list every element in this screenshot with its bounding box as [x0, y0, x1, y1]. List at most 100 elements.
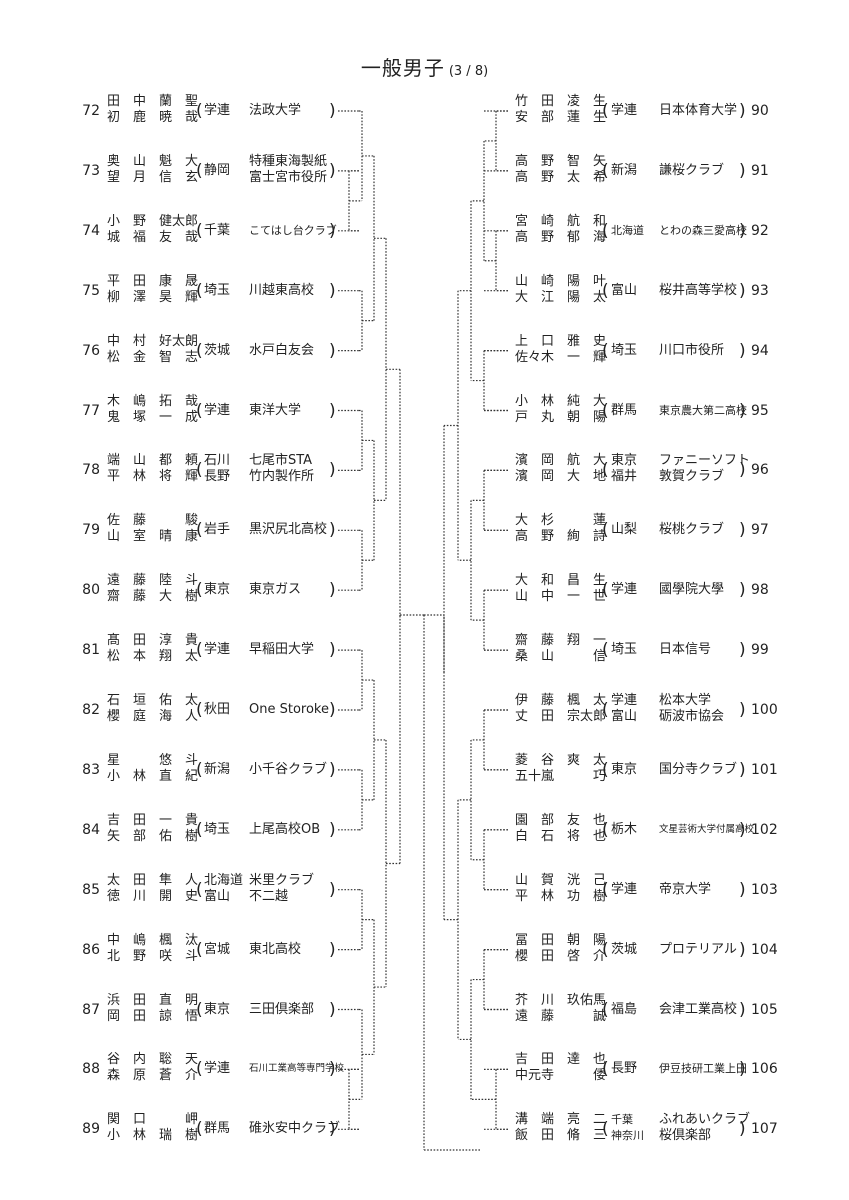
player-name: 平 田 康 晟	[107, 273, 199, 289]
prefecture-name: 学連	[204, 1061, 231, 1077]
close-paren: )	[329, 999, 336, 1020]
player-names: 谷 内 聡 天森 原 蒼 介	[107, 1052, 198, 1084]
prefecture: 静岡	[204, 154, 248, 188]
affiliation: 早稲田大学	[249, 633, 359, 667]
prefecture-name: 神奈川	[611, 1129, 644, 1143]
seed-number: 73	[82, 162, 100, 179]
player-name: 安 部 蓮 生	[515, 110, 607, 125]
affiliation-name: 東京ガス	[249, 582, 302, 598]
affiliation-name: 七尾市STA	[249, 453, 313, 469]
close-paren: )	[329, 819, 336, 840]
open-paren: (	[602, 520, 609, 541]
player-name: 高 野 郁 海	[515, 229, 607, 245]
affiliation-name: 石川工業高等専門学校	[249, 1063, 345, 1075]
player-name: 矢 部 佑 樹	[107, 828, 199, 844]
prefecture-name: 学連	[611, 103, 638, 118]
close-paren: )	[329, 939, 336, 960]
prefecture: 学連富山	[611, 693, 655, 725]
player-names: 小 野 健太郎城 福 友 哉	[107, 214, 198, 246]
close-paren: )	[329, 280, 336, 301]
player-names: 小 林 純 大戸 丸 朝 陽	[515, 394, 606, 426]
seed-number: 72	[82, 103, 100, 119]
close-paren: )	[739, 460, 746, 481]
prefecture: 東京福井	[611, 453, 655, 485]
affiliation: 川口市役所	[659, 334, 769, 368]
player-name: 佐々木 一 輝	[515, 349, 607, 365]
seed-number: 100	[751, 702, 778, 718]
player-name: 吉 田 達 也	[515, 1052, 607, 1068]
prefecture-name: 東京	[204, 1001, 231, 1017]
seed-number: 104	[751, 941, 778, 958]
player-names: 溝 端 亮 二飯 田 脩 三	[515, 1112, 606, 1144]
affiliation: 桜桃クラブ	[659, 513, 769, 547]
player-name: 星 悠 斗	[107, 752, 199, 768]
event-title: 一般男子	[360, 56, 445, 80]
affiliation: 日本信号	[659, 633, 769, 667]
player-name: 太 田 隼 人	[107, 872, 199, 888]
player-name: 山 賀 洸 己	[515, 872, 607, 888]
open-paren: (	[602, 700, 609, 720]
close-paren: )	[739, 160, 746, 181]
player-name: 大 杉 蓮	[515, 513, 607, 529]
prefecture-name: 学連	[611, 881, 638, 897]
prefecture-name: 学連	[204, 642, 231, 658]
seed-number: 80	[82, 582, 100, 599]
player-name: 奥 山 魁 大	[107, 153, 199, 169]
player-name: 園 部 友 也	[515, 812, 607, 828]
open-paren: (	[196, 101, 203, 121]
prefecture-name: 新潟	[611, 162, 638, 178]
close-paren: )	[739, 999, 746, 1020]
player-name: 初 鹿 暁 哉	[107, 110, 199, 125]
seed-number: 84	[82, 821, 100, 838]
seed-number: 77	[82, 402, 100, 419]
affiliation: プロテリアル	[659, 933, 769, 967]
player-name: 竹 田 凌 生	[515, 94, 607, 109]
player-names: 浜 田 直 明岡 田 諒 悟	[107, 993, 198, 1025]
prefecture: 栃木	[611, 813, 655, 847]
close-paren: )	[329, 879, 336, 900]
prefecture-name: 埼玉	[204, 282, 231, 298]
affiliation-name: 文星芸術大学付属高校	[659, 823, 755, 835]
player-name: 櫻 庭 海 人	[107, 709, 199, 724]
player-name: 徳 川 開 史	[107, 888, 199, 904]
player-names: 星 悠 斗小 林 直 紀	[107, 752, 199, 785]
prefecture-name: 栃木	[611, 821, 638, 837]
player-name: 宮 崎 航 和	[515, 213, 607, 229]
player-name: 小 林 瑞 樹	[107, 1128, 199, 1144]
prefecture-name: 宮城	[204, 941, 231, 957]
prefecture-name: 千葉	[611, 1113, 633, 1127]
prefecture: 長野	[611, 1052, 655, 1086]
prefecture: 新潟	[611, 154, 655, 188]
prefecture-name: 東京	[611, 453, 638, 469]
prefecture-name: 学連	[611, 693, 638, 708]
player-name: 芥 川 玖佑馬	[515, 992, 607, 1008]
seed-number: 106	[751, 1061, 778, 1078]
open-paren: (	[196, 280, 203, 301]
open-paren: (	[602, 939, 609, 960]
open-paren: (	[602, 1059, 609, 1080]
prefecture-name: 茨城	[204, 342, 231, 358]
prefecture: 東京	[204, 993, 248, 1027]
close-paren: )	[329, 460, 336, 481]
seed-number: 91	[751, 162, 769, 179]
affiliation: 碓氷安中クラブ	[249, 1112, 359, 1146]
open-paren: (	[602, 160, 609, 181]
close-paren: )	[329, 640, 336, 661]
player-name: 濱 岡 大 地	[515, 469, 607, 485]
open-paren: (	[196, 520, 203, 541]
affiliation-name: 不二越	[249, 888, 289, 904]
affiliation-name: 桜桃クラブ	[659, 522, 725, 538]
close-paren: )	[739, 879, 746, 900]
prefecture-name: 学連	[204, 402, 231, 418]
affiliation-name: 竹内製作所	[249, 469, 315, 485]
affiliation: 特種東海製紙富士宮市役所	[249, 154, 359, 186]
open-paren: (	[602, 999, 609, 1020]
open-paren: (	[602, 220, 609, 241]
